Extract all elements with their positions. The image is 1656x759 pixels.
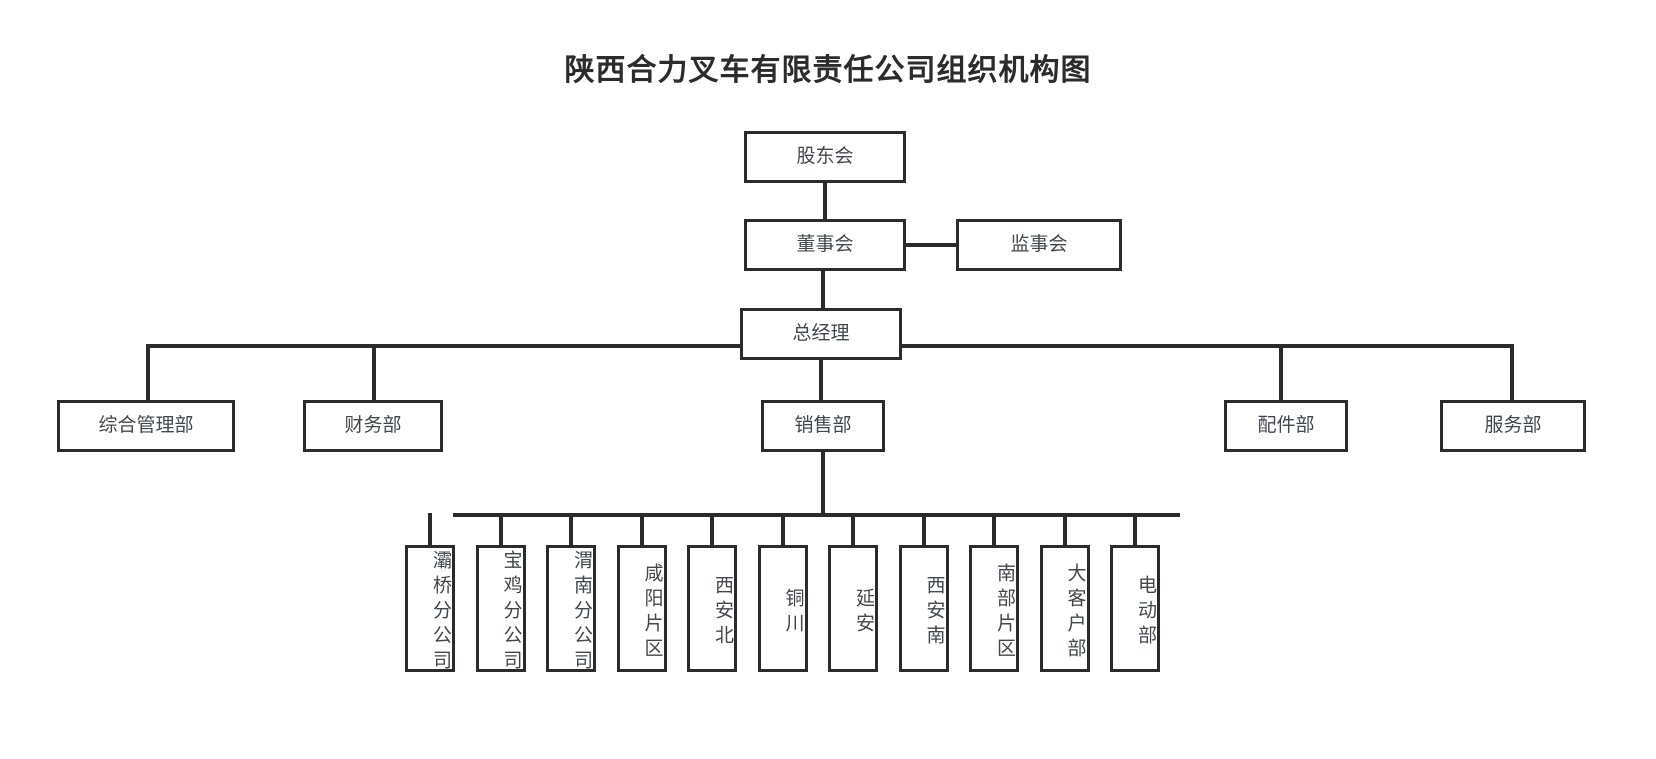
node-general-manager[interactable]: 总经理	[740, 308, 902, 360]
node-sales-unit[interactable]: 渭南分公司	[546, 545, 596, 675]
connector-sales-bus	[453, 513, 1180, 517]
connector-drop-sales-unit	[992, 513, 996, 545]
node-sales-unit[interactable]: 电动部	[1110, 545, 1160, 672]
connector-drop-sales-unit	[428, 513, 432, 545]
connector-drop-sales-unit	[639, 513, 644, 545]
node-sales-unit[interactable]: 西安北	[687, 545, 737, 672]
node-dept-service[interactable]: 服务部	[1440, 400, 1586, 452]
node-board-of-supervisors[interactable]: 监事会	[956, 219, 1122, 271]
node-sales-unit[interactable]: 宝鸡分公司	[475, 545, 526, 675]
connector-drop-parts	[1279, 344, 1283, 400]
connector-drop-admin	[146, 344, 150, 400]
connector-drop-sales	[819, 360, 823, 400]
connector-drop-sales-unit	[851, 513, 855, 545]
node-shareholders[interactable]: 股东会	[744, 131, 906, 183]
connector-drop-finance	[372, 344, 376, 400]
node-sales-unit[interactable]: 咸阳片区	[616, 545, 667, 672]
node-dept-finance[interactable]: 财务部	[303, 400, 443, 452]
connector-drop-sales-unit	[921, 513, 926, 545]
connector-sales-stem	[821, 452, 825, 517]
node-sales-unit[interactable]: 灞桥分公司	[405, 545, 455, 675]
node-dept-admin[interactable]: 综合管理部	[57, 400, 235, 452]
connector-drop-service	[1510, 344, 1514, 400]
node-sales-unit[interactable]: 西安南	[898, 545, 949, 672]
connector-board-to-general-manager	[821, 271, 825, 311]
node-sales-unit[interactable]: 南部片区	[969, 545, 1019, 672]
connector-drop-sales-unit	[1133, 513, 1137, 545]
connector-drop-sales-unit	[780, 513, 785, 545]
connector-gm-bus-left	[146, 344, 740, 348]
node-dept-parts[interactable]: 配件部	[1224, 400, 1348, 452]
node-board-of-directors[interactable]: 董事会	[744, 219, 906, 271]
connector-drop-sales-unit	[498, 513, 503, 545]
node-dept-sales[interactable]: 销售部	[761, 400, 885, 452]
connector-drop-sales-unit	[1062, 513, 1067, 545]
connector-board-to-supervisors	[906, 243, 956, 247]
page-title: 陕西合力叉车有限责任公司组织机构图	[564, 54, 1092, 87]
node-sales-unit[interactable]: 延安	[828, 545, 878, 672]
connector-gm-bus-right	[902, 344, 1514, 348]
connector-shareholders-to-board	[823, 183, 827, 223]
node-sales-unit[interactable]: 铜川	[757, 545, 808, 672]
connector-drop-sales-unit	[710, 513, 714, 545]
connector-drop-sales-unit	[569, 513, 573, 545]
node-sales-unit[interactable]: 大客户部	[1039, 545, 1090, 672]
